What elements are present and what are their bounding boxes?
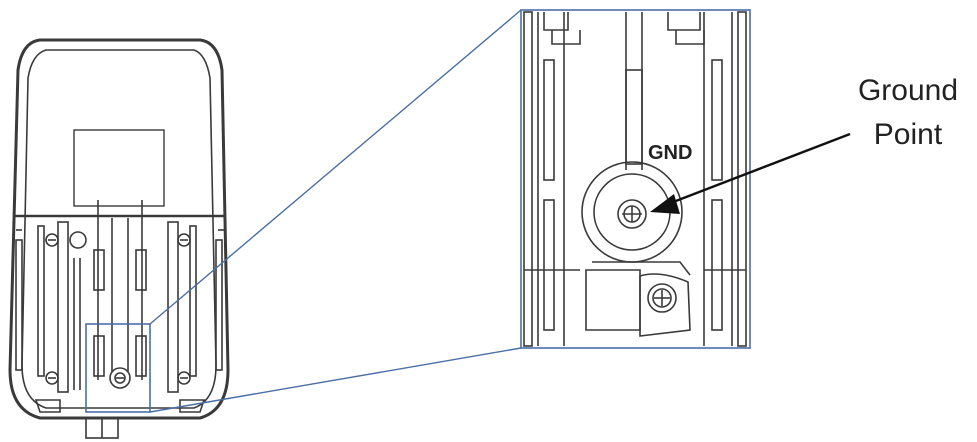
device-rails xyxy=(15,200,224,393)
highlight-box-small xyxy=(85,323,151,413)
zoom-connector-bottom xyxy=(149,347,522,413)
device-label-window xyxy=(73,129,165,207)
ground-point-label-line2: Point xyxy=(873,118,943,151)
device-inner-housing xyxy=(21,49,217,409)
device-screws xyxy=(45,231,191,389)
ground-point-label-line1: Ground xyxy=(857,74,959,107)
ground-pointer-arrow xyxy=(650,132,851,214)
lower-screw xyxy=(647,283,677,313)
device-bottom xyxy=(34,399,206,439)
zoom-detail xyxy=(523,11,747,347)
device-full-view xyxy=(8,38,230,439)
device-outer-housing xyxy=(8,38,230,420)
ground-screw xyxy=(617,199,647,229)
zoom-connector-top xyxy=(149,9,522,325)
gnd-marking: GND xyxy=(648,142,693,164)
